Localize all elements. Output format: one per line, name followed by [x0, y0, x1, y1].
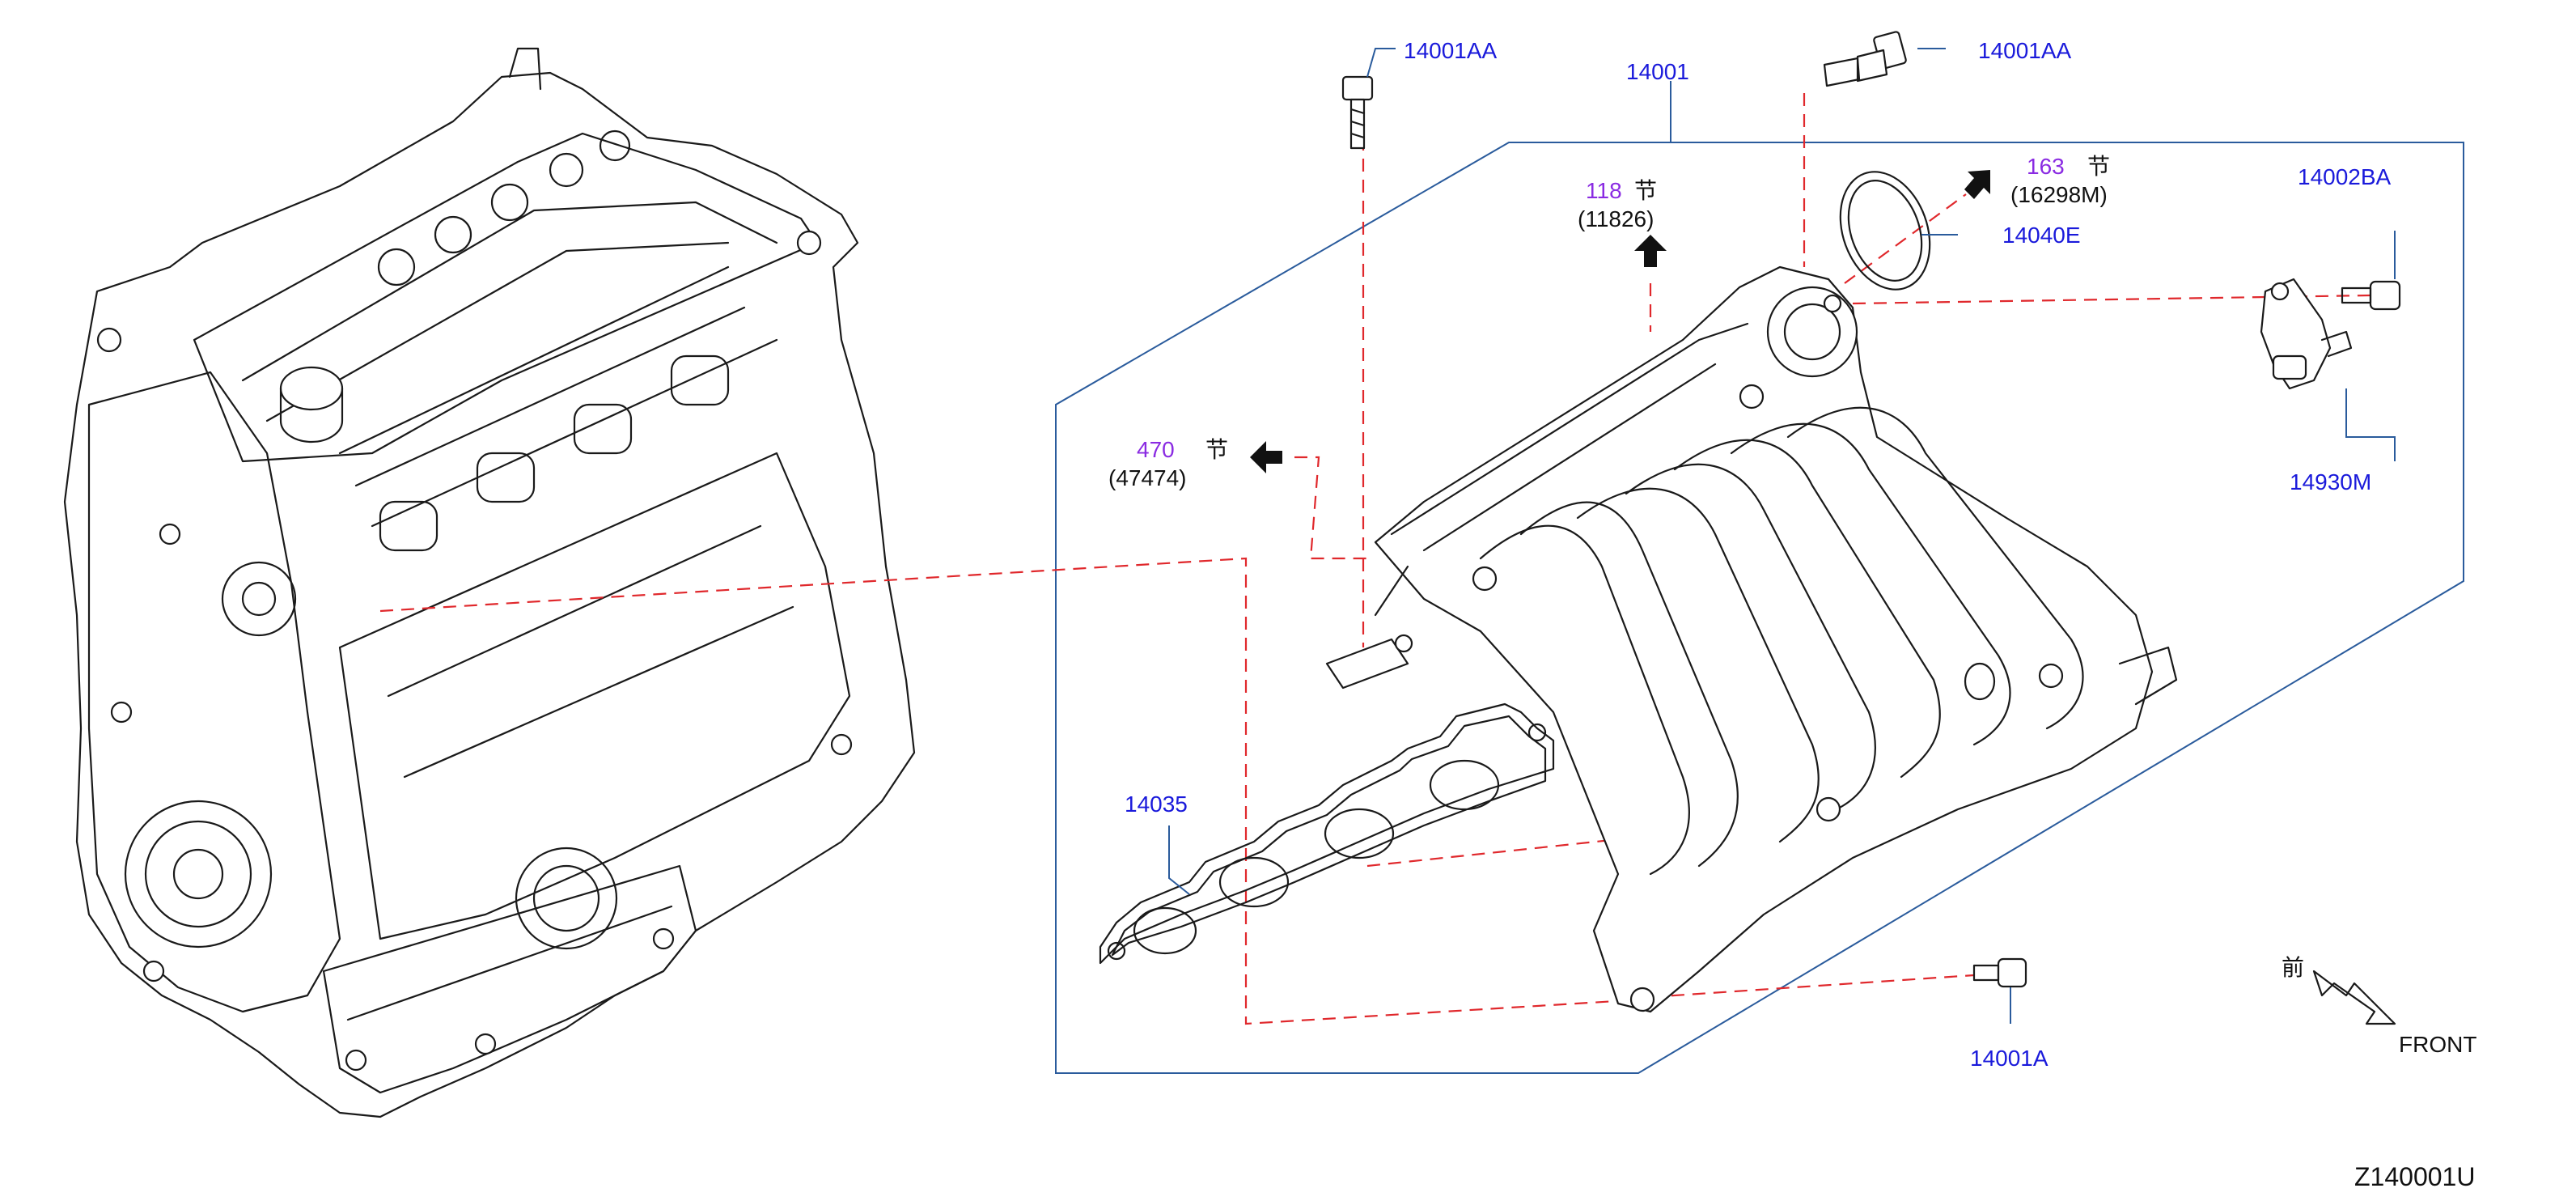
arrow-up-icon [1634, 235, 1667, 267]
label-14040E: 14040E [2002, 223, 2081, 248]
bolt-14001A-illustration [1972, 957, 2027, 988]
throttle-gasket-ring-illustration [1839, 171, 1931, 291]
front-glyph: 前 [2282, 954, 2304, 981]
section-ref-470-code: (47474) [1108, 465, 1187, 490]
assembly-frame [1055, 142, 2464, 1074]
section-ref-470-glyph: 节 [1205, 436, 1228, 463]
section-ref-163-code: (16298M) [2010, 182, 2108, 207]
manifold-gasket-illustration [1099, 702, 1555, 965]
label-14930M: 14930M [2290, 469, 2371, 494]
intake-manifold-illustration [1374, 265, 2178, 1013]
alignment-lines [379, 93, 2371, 1025]
bolt-14002BA-illustration [2341, 280, 2401, 311]
section-ref-118[interactable]: 118 节 (11826) [1578, 177, 1657, 231]
section-ref-470[interactable]: 470 节 (47474) [1108, 436, 1228, 490]
bracket-illustration [1325, 565, 1413, 690]
engine-assembly-illustration [63, 47, 916, 1118]
arrow-left-icon [1250, 441, 1282, 473]
section-ref-470-number: 470 [1137, 437, 1175, 462]
label-14002BA: 14002BA [2298, 164, 2392, 189]
front-direction-indicator: 前 FRONT [2282, 954, 2476, 1057]
section-ref-163-number: 163 [2027, 154, 2065, 179]
label-14035: 14035 [1125, 791, 1188, 817]
intake-sensor-illustration [2260, 278, 2353, 390]
label-14001AA-left: 14001AA [1404, 38, 1498, 63]
diagram-id: Z140001U [2354, 1162, 2475, 1191]
bolt-14001AA-top-left-illustration [1341, 75, 1374, 150]
arrow-up-right-icon [1964, 170, 1990, 199]
section-ref-163[interactable]: 163 节 (16298M) [2010, 153, 2110, 207]
front-arrow-icon [2312, 970, 2396, 1025]
section-ref-118-number: 118 [1586, 178, 1622, 203]
label-leaders [1168, 48, 2396, 1024]
label-14001-manifold: 14001 [1626, 59, 1689, 84]
bolt-14001AA-top-right-illustration [1823, 31, 1907, 87]
label-14001A: 14001A [1970, 1046, 2049, 1071]
section-ref-163-glyph: 节 [2087, 153, 2110, 180]
label-14001AA-right: 14001AA [1978, 38, 2072, 63]
section-ref-118-glyph: 节 [1634, 177, 1657, 204]
front-label: FRONT [2399, 1032, 2476, 1057]
section-ref-arrows [1250, 170, 1990, 473]
section-ref-118-code: (11826) [1578, 206, 1654, 231]
